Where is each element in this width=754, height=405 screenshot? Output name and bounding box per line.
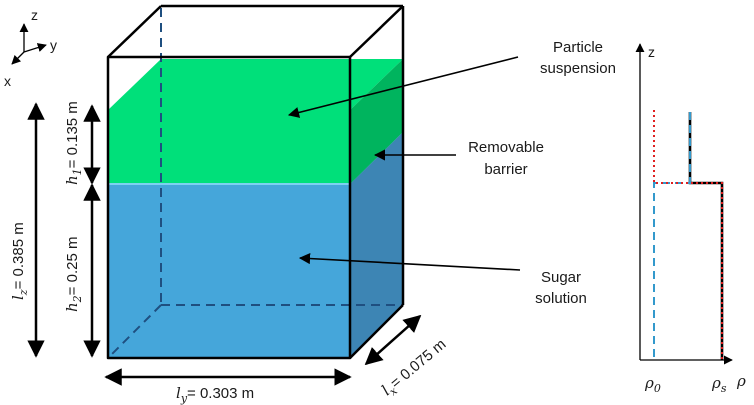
profile-blue-dashed-line: [653, 112, 691, 360]
callout-sugar-solution: Sugar solution: [298, 252, 587, 307]
profile-rhos-label: ρs: [711, 374, 727, 395]
profile-rho-label: ρ: [736, 372, 746, 390]
callout-particle-line1: Particle: [553, 39, 603, 56]
particle-suspension-front: [108, 110, 350, 184]
profile-red-dotted-line: [653, 110, 723, 360]
sugar-solution-side: [350, 132, 403, 358]
callout-sugar-line1: Sugar: [541, 269, 581, 286]
h1-label: h1= 0.135 m: [63, 101, 84, 185]
callout-barrier-line2: barrier: [484, 161, 527, 178]
lz-label: lz= 0.385 m: [9, 222, 30, 300]
triad-y-label: y: [50, 37, 57, 53]
tank: [106, 4, 405, 360]
ly-label: ly= 0.303 m: [176, 384, 254, 405]
triad-x-label: x: [4, 73, 11, 89]
svg-text:h1= 0.135 m: h1= 0.135 m: [63, 101, 84, 185]
svg-text:lz= 0.385 m: lz= 0.385 m: [9, 222, 30, 300]
profile-black-line: [688, 112, 724, 360]
particle-suspension-top: [108, 59, 403, 110]
triad-z-label: z: [31, 7, 38, 23]
svg-text:ly= 0.303 m: ly= 0.303 m: [176, 384, 254, 405]
h2-label: h2= 0.25 m: [63, 237, 84, 312]
sugar-solution-front: [108, 184, 350, 358]
axes-triad: z y x: [4, 7, 57, 89]
profile-rho0-label: ρ0: [644, 374, 661, 395]
lx-arrow: [364, 314, 422, 366]
density-profile: z ρ ρ0 ρs: [635, 43, 746, 395]
profile-z-label: z: [648, 44, 655, 60]
callout-particle-line2: suspension: [540, 60, 616, 77]
callout-barrier-line1: Removable: [468, 139, 544, 156]
callout-particle-suspension: Particle suspension: [287, 39, 616, 118]
dimension-arrows: [27, 102, 422, 386]
callout-sugar-line2: solution: [535, 290, 587, 307]
callout-removable-barrier: Removable barrier: [373, 139, 544, 178]
svg-text:h2= 0.25 m: h2= 0.25 m: [63, 237, 84, 312]
